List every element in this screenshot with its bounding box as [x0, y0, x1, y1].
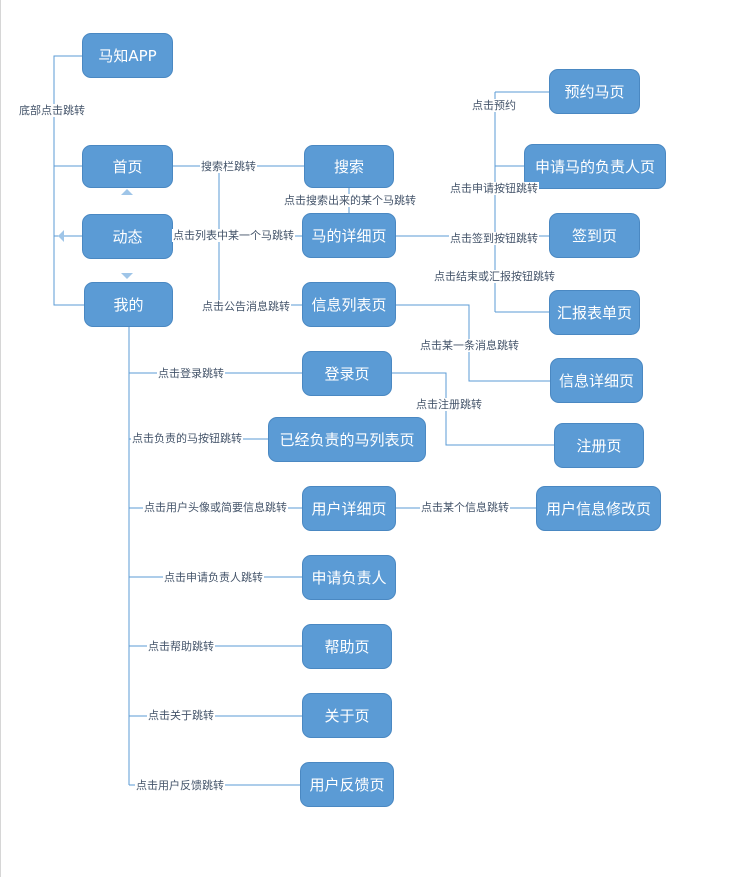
- node-about: 关于页: [302, 693, 392, 738]
- node-register: 注册页: [554, 423, 644, 468]
- node-managed-horses: 已经负责的马列表页: [268, 417, 426, 462]
- node-login: 登录页: [302, 351, 392, 396]
- node-info-detail: 信息详细页: [550, 358, 643, 403]
- label-bottom-nav: 底部点击跳转: [18, 104, 86, 117]
- node-feed: 动态: [82, 214, 173, 259]
- label-search-result: 点击搜索出来的某个马跳转: [283, 194, 417, 207]
- nav-down-arrow: [121, 273, 133, 279]
- node-apply-horse-manager: 申请马的负责人页: [524, 144, 666, 189]
- node-feedback: 用户反馈页: [300, 762, 394, 807]
- label-register: 点击注册跳转: [415, 398, 483, 411]
- nav-left-arrow: [58, 230, 64, 242]
- edge-bottom-nav: [53, 55, 84, 306]
- label-notice: 点击公告消息跳转: [201, 300, 291, 313]
- label-message-item: 点击某一条消息跳转: [419, 339, 520, 352]
- node-booking: 预约马页: [549, 69, 640, 114]
- node-user-detail: 用户详细页: [302, 486, 396, 531]
- label-avatar: 点击用户头像或简要信息跳转: [143, 501, 288, 514]
- node-app: 马知APP: [82, 33, 173, 78]
- canvas-border: [0, 0, 1, 877]
- label-booking: 点击预约: [471, 99, 517, 112]
- node-report-form: 汇报表单页: [549, 290, 640, 335]
- label-about: 点击关于跳转: [147, 709, 215, 722]
- node-search: 搜索: [304, 145, 394, 188]
- label-managed-btn: 点击负责的马按钮跳转: [131, 432, 243, 445]
- node-home: 首页: [82, 145, 173, 188]
- label-some-info: 点击某个信息跳转: [420, 501, 510, 514]
- label-checkin-btn: 点击签到按钮跳转: [449, 232, 539, 245]
- label-login: 点击登录跳转: [157, 367, 225, 380]
- node-help: 帮助页: [302, 624, 392, 669]
- label-end-report: 点击结束或汇报按钮跳转: [433, 270, 556, 283]
- label-apply-manager: 点击申请负责人跳转: [163, 571, 264, 584]
- label-list-item: 点击列表中某一个马跳转: [172, 229, 295, 242]
- nav-up-arrow: [121, 189, 133, 195]
- node-user-edit: 用户信息修改页: [536, 486, 661, 531]
- node-horse-detail: 马的详细页: [302, 213, 396, 258]
- node-info-list: 信息列表页: [302, 282, 396, 327]
- label-help: 点击帮助跳转: [147, 640, 215, 653]
- label-search-bar: 搜索栏跳转: [200, 160, 257, 173]
- node-checkin: 签到页: [549, 213, 640, 258]
- node-mine: 我的: [84, 282, 173, 327]
- label-apply-btn: 点击申请按钮跳转: [449, 182, 539, 195]
- label-feedback: 点击用户反馈跳转: [135, 779, 225, 792]
- node-apply-manager: 申请负责人: [302, 555, 396, 600]
